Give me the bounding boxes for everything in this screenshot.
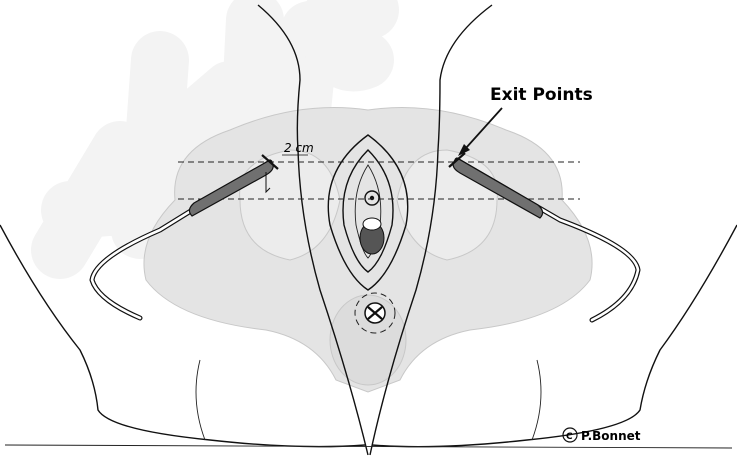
copyright-name: P.Bonnet xyxy=(581,429,641,443)
distance-callout: 2 cm xyxy=(282,141,314,155)
copyright: C P.Bonnet xyxy=(563,428,641,443)
distance-label: 2 cm xyxy=(284,141,314,155)
exit-points-label: Exit Points xyxy=(490,85,593,105)
copyright-symbol: C xyxy=(566,432,573,442)
